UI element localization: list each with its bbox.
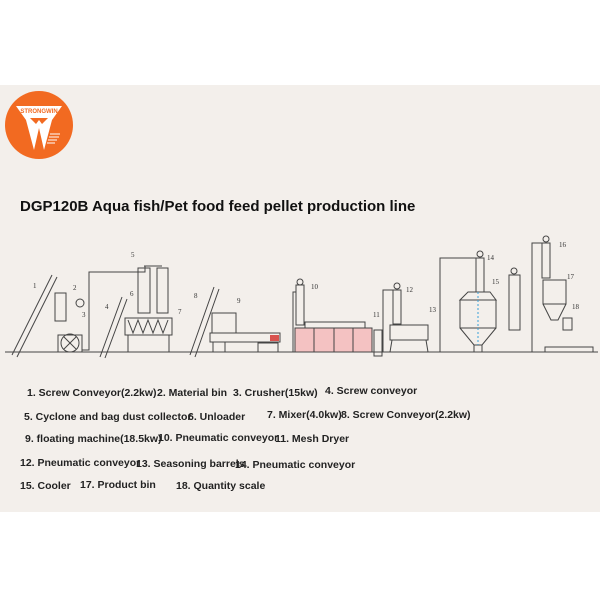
strongwin-logo: STRONGWIN [5, 91, 73, 159]
belt-conveyor [544, 346, 594, 353]
legend-item: 7. Mixer(4.0kw) [267, 409, 342, 421]
label-14: 14 [487, 254, 495, 262]
legend-item: 2. Material bin [157, 387, 228, 399]
svg-text:STRONGWIN: STRONGWIN [20, 109, 57, 115]
label-3: 3 [82, 311, 86, 319]
pneumatic-conveyor-16 [531, 235, 551, 352]
label-13: 13 [429, 306, 437, 314]
product-bin [542, 279, 567, 321]
label-11: 11 [373, 311, 380, 319]
fan-icon [75, 298, 85, 308]
label-16: 16 [559, 241, 567, 249]
label-9: 9 [237, 297, 241, 305]
legend-item: 4. Screw conveyor [325, 385, 418, 397]
cyclone-bag-collector [137, 265, 169, 314]
legend-item: 13. Seasoning barrels [136, 458, 245, 470]
label-1: 1 [33, 282, 37, 290]
cooler [458, 291, 497, 353]
legend-item: 11. Mesh Dryer [275, 433, 350, 445]
mixer [124, 317, 173, 353]
screw-conveyor-4 [99, 296, 128, 359]
page-title: DGP120B Aqua fish/Pet food feed pellet p… [20, 198, 416, 215]
crusher [57, 333, 83, 353]
production-line-diagram [5, 235, 598, 359]
label-2: 2 [73, 284, 77, 292]
material-bin [54, 292, 67, 322]
pneumatic-conveyor-12 [382, 282, 402, 352]
legend-item: 18. Quantity scale [176, 480, 266, 492]
label-17: 17 [567, 273, 575, 281]
label-10: 10 [311, 283, 319, 291]
floating-machine [209, 312, 281, 353]
quantity-scale [562, 317, 573, 331]
legend-item: 14. Pneumatic conveyor [235, 459, 356, 471]
label-4: 4 [105, 303, 109, 311]
label-7: 7 [178, 308, 182, 316]
pipe [82, 266, 146, 351]
legend-item: 17. Product bin [80, 479, 156, 491]
legend-item: 3. Crusher(15kw) [233, 387, 318, 399]
side-cyclone [508, 267, 521, 331]
label-8: 8 [194, 292, 198, 300]
mesh-dryer [294, 321, 383, 357]
legend-item: 6. Unloader [188, 411, 246, 423]
legend-item: 10. Pneumatic conveyor [158, 432, 279, 444]
legend-item: 1. Screw Conveyor(2.2kw) [27, 387, 157, 399]
label-5: 5 [131, 251, 135, 259]
legend-item: 9. floating machine(18.5kw) [25, 433, 162, 445]
legend-item: 5. Cyclone and bag dust collector [24, 411, 192, 423]
legend-item: 8. Screw Conveyor(2.2kw) [341, 409, 471, 421]
seasoning-barrels [389, 324, 429, 353]
label-18: 18 [572, 303, 580, 311]
label-12: 12 [406, 286, 414, 294]
legend-item: 12. Pneumatic conveyor [20, 457, 141, 469]
label-15: 15 [492, 278, 500, 286]
pneumatic-conveyor-10 [292, 278, 305, 352]
legend-item: 15. Cooler [20, 480, 71, 492]
label-6: 6 [130, 290, 134, 298]
screw-conveyor-8 [189, 286, 220, 358]
screw-conveyor-1 [11, 274, 58, 358]
background-band [0, 85, 600, 512]
